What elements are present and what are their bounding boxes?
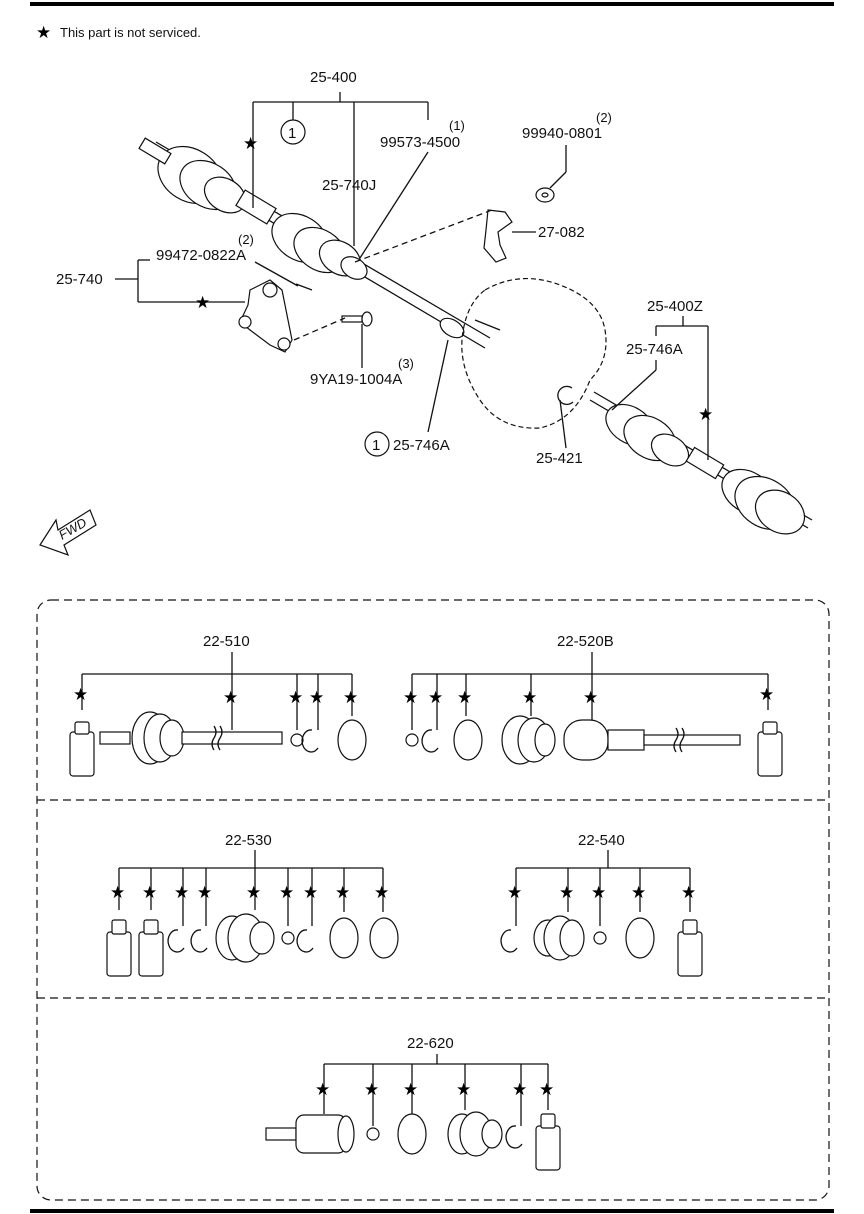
- kit-520b-star-2: ★: [428, 688, 443, 708]
- label-bolt-c-qty: (3): [398, 356, 414, 371]
- kit-620-star-4: ★: [456, 1080, 471, 1100]
- bracket-clip: [483, 209, 513, 263]
- label-joint-j: 25-740J: [322, 177, 376, 194]
- star-rear: ★: [698, 405, 713, 425]
- note-text: This part is not serviced.: [60, 25, 201, 40]
- transaxle-outline: [461, 277, 607, 429]
- kit-540-star-5: ★: [681, 883, 696, 903]
- label-assy-front: 25-400: [310, 69, 357, 86]
- assy-front-leader: [252, 92, 429, 246]
- kit-510-star-3: ★: [288, 688, 303, 708]
- label-bracket-clip: 27-082: [538, 224, 585, 241]
- kit-520b-star-1: ★: [403, 688, 418, 708]
- kit-530-star-9: ★: [374, 883, 389, 903]
- kit-620-label: 22-620: [407, 1035, 454, 1052]
- bolt-c: [341, 311, 373, 327]
- kit-510-star-4: ★: [309, 688, 324, 708]
- kit-520b-star-3: ★: [457, 688, 472, 708]
- kit-530-star-3: ★: [174, 883, 189, 903]
- kit-540-star-2: ★: [559, 883, 574, 903]
- label-washer: 99940-0801: [522, 125, 602, 142]
- kit-22-520b: 22-520B: [405, 633, 783, 777]
- kit-frame: [36, 599, 830, 1201]
- kit-620-star-2: ★: [364, 1080, 379, 1100]
- bearing-support: [238, 279, 293, 353]
- circle-one-marker: [280, 119, 306, 145]
- kit-530-star-7: ★: [303, 883, 318, 903]
- kit-540-star-1: ★: [507, 883, 522, 903]
- note-star: ★: [36, 23, 51, 43]
- kit-530-star-2: ★: [142, 883, 157, 903]
- assy-rear-leader: [611, 316, 709, 460]
- snap-ring: [557, 385, 574, 406]
- label-oil-seal-rear: 25-746A: [626, 341, 683, 358]
- label-bolt-b: 99472-0822A: [156, 247, 246, 264]
- kit-540-label: 22-540: [578, 832, 625, 849]
- kit-510-label: 22-510: [203, 633, 250, 650]
- kit-540-star-4: ★: [631, 883, 646, 903]
- label-assy-rear: 25-400Z: [647, 298, 703, 315]
- rear-driveshaft: [589, 391, 813, 535]
- kit-22-620: 22-620: [265, 1035, 561, 1171]
- kit-530-star-1: ★: [110, 883, 125, 903]
- kit-620-star-1: ★: [315, 1080, 330, 1100]
- label-bolt-a-qty: (1): [449, 118, 465, 133]
- circle-one-text: 1: [288, 125, 296, 142]
- kit-22-540: 22-540: [500, 832, 703, 977]
- kit-540-star-3: ★: [591, 883, 606, 903]
- kit-520b-star-6: ★: [759, 685, 774, 705]
- kit-620-star-6: ★: [539, 1080, 554, 1100]
- kit-510-star-1: ★: [73, 685, 88, 705]
- bolt-b: [295, 283, 313, 291]
- label-bolt-c: 9YA19-1004A: [310, 371, 402, 388]
- circle-one-text-2: 1: [372, 437, 380, 454]
- kit-530-label: 22-530: [225, 832, 272, 849]
- label-bearing-support: 25-740: [56, 271, 103, 288]
- kit-510-star-5: ★: [343, 688, 358, 708]
- top-rule: [30, 2, 834, 6]
- kit-520b-label: 22-520B: [557, 633, 614, 650]
- star-front-outer: ★: [243, 134, 258, 154]
- kit-620-star-3: ★: [403, 1080, 418, 1100]
- circle-one-marker-2: [364, 431, 390, 457]
- bottom-rule: [30, 1209, 834, 1213]
- kit-530-star-8: ★: [335, 883, 350, 903]
- kit-520b-star-4: ★: [522, 688, 537, 708]
- kit-530-star-6: ★: [279, 883, 294, 903]
- label-bolt-a: 99573-4500: [380, 134, 460, 151]
- kit-530-star-4: ★: [197, 883, 212, 903]
- label-oil-seal: 25-746A: [393, 437, 450, 454]
- star-bearing-support: ★: [195, 293, 210, 313]
- kit-22-510: 22-510: [69, 633, 367, 777]
- kit-620-star-5: ★: [512, 1080, 527, 1100]
- kit-22-530: 22-530: [106, 832, 399, 977]
- label-washer-qty: (2): [596, 110, 612, 125]
- kit-510-star-2: ★: [223, 688, 238, 708]
- transaxle-stub: [474, 319, 501, 331]
- label-bolt-b-qty: (2): [238, 232, 254, 247]
- front-driveshaft: [138, 137, 491, 349]
- fwd-arrow: FWD: [39, 509, 97, 557]
- kit-520b-star-5: ★: [583, 688, 598, 708]
- bearing-support-leader: [115, 259, 245, 303]
- kit-530-star-5: ★: [246, 883, 261, 903]
- label-snap-ring: 25-421: [536, 450, 583, 467]
